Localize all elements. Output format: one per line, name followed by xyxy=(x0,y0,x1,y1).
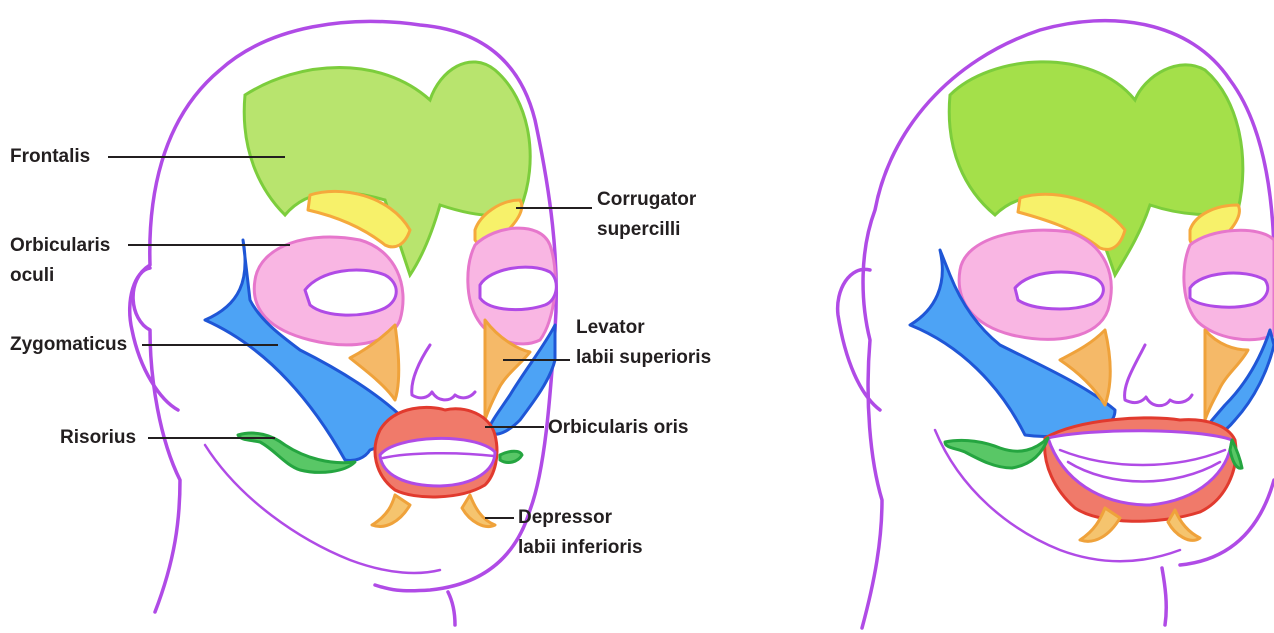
eye-left-smile xyxy=(1015,272,1103,309)
eye-right-smile xyxy=(1190,273,1268,307)
label-zygomaticus: Zygomaticus xyxy=(10,334,127,355)
label-depressor-2: labii inferioris xyxy=(518,537,643,558)
label-depressor-1: Depressor xyxy=(518,507,613,528)
depressor-left xyxy=(372,495,410,526)
label-orbicularis-oris: Orbicularis oris xyxy=(548,417,688,438)
eye-right xyxy=(480,267,556,309)
label-frontalis: Frontalis xyxy=(10,146,90,167)
labeled-face: Frontalis Orbicularis oculi Zygomaticus … xyxy=(10,21,711,625)
label-corrugator-2: supercilli xyxy=(597,219,680,240)
nose-left xyxy=(412,345,475,400)
smiling-face xyxy=(838,21,1274,628)
label-orbicularis-oculi-2: oculi xyxy=(10,265,54,286)
risorius-right xyxy=(500,451,522,462)
label-corrugator-1: Corrugator xyxy=(597,189,697,210)
label-levator-1: Levator xyxy=(576,317,645,338)
depressor-right xyxy=(462,495,495,526)
ear-right-face xyxy=(838,269,880,410)
label-levator-2: labii superioris xyxy=(576,347,711,368)
risorius-left-smile xyxy=(945,438,1048,468)
nose-right-face xyxy=(1125,345,1192,406)
label-orbicularis-oculi-1: Orbicularis xyxy=(10,235,110,256)
label-risorius: Risorius xyxy=(60,427,136,448)
